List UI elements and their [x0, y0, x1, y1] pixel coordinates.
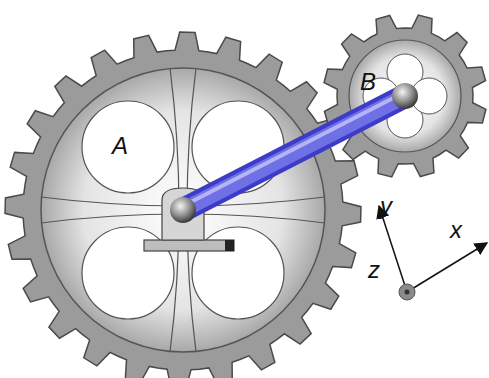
gear-ring	[55, 82, 311, 338]
gear-hole	[82, 101, 174, 193]
part-label: x	[450, 218, 462, 242]
link-arm	[170, 83, 418, 223]
pivot-pin	[170, 197, 196, 223]
axis-z-origin	[399, 284, 415, 300]
arm-highlight	[185, 93, 403, 205]
arm-shade	[183, 96, 405, 210]
gear-a	[5, 32, 361, 378]
axis-x	[407, 243, 487, 292]
pivot-pin	[392, 83, 418, 109]
bearing-base	[144, 240, 234, 251]
gear-spoke	[41, 197, 325, 223]
axis-z-dot	[405, 290, 410, 295]
part-label: z	[368, 258, 380, 282]
part-label: B	[360, 70, 376, 94]
gear-teeth	[5, 32, 361, 378]
gear-teeth	[324, 15, 486, 177]
gear-disk	[41, 68, 325, 352]
gear-b	[324, 15, 486, 177]
part-label: y	[380, 194, 392, 218]
axes	[379, 206, 487, 300]
part-label: A	[112, 134, 128, 158]
bearing-base-end	[225, 240, 234, 251]
gear-disk	[349, 40, 461, 152]
axis-y	[379, 206, 407, 292]
gear-spoke	[170, 68, 196, 352]
arm-body	[183, 96, 405, 210]
